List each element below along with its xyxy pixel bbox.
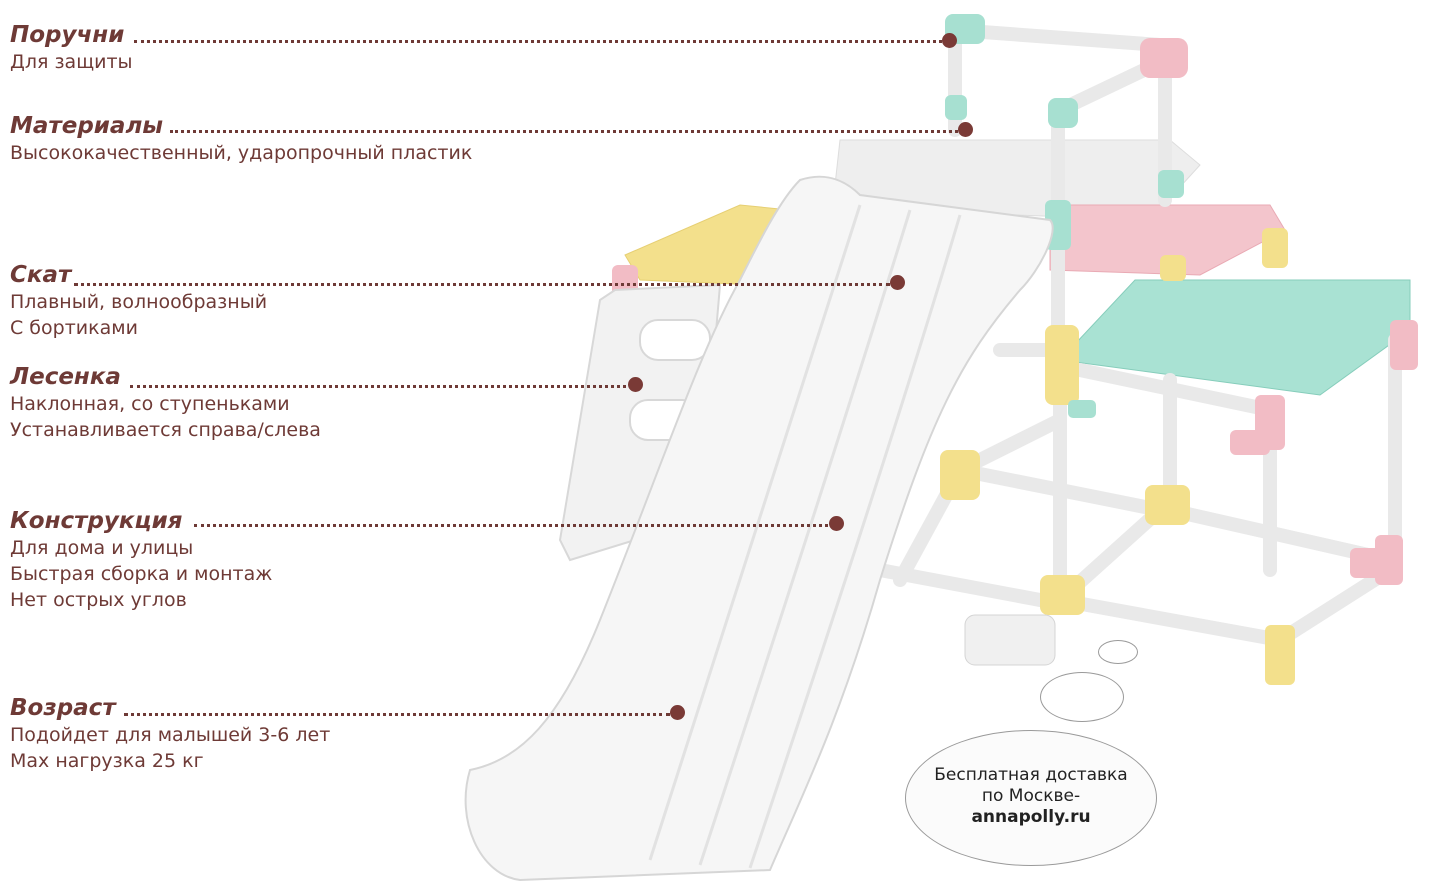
- feature-title: Поручни: [10, 22, 125, 48]
- feature-description: Наклонная, со ступеньками: [10, 393, 290, 415]
- feature-title: Возраст: [10, 695, 116, 721]
- feature-ladder: Лесенка Наклонная, со ступеньками Устана…: [10, 364, 321, 443]
- marker-dot-materials: [958, 122, 973, 137]
- feature-description: Max нагрузка 25 кг: [10, 750, 204, 772]
- feature-description: Для дома и улицы: [10, 537, 194, 559]
- feature-materials: Материалы Высококачественный, ударопрочн…: [10, 113, 472, 166]
- feature-title: Скат: [10, 262, 72, 288]
- leader-line-construction: [194, 524, 828, 527]
- feature-title: Конструкция: [10, 508, 183, 534]
- leader-line-handrails: [134, 40, 942, 43]
- feature-handrails: Поручни Для защиты: [10, 22, 133, 75]
- feature-description: Подойдет для малышей 3-6 лет: [10, 724, 331, 746]
- site-link[interactable]: annapolly.ru: [971, 807, 1091, 827]
- leader-line-materials: [170, 130, 958, 133]
- delivery-text: по Москве-: [981, 786, 1081, 806]
- feature-description: Нет острых углов: [10, 589, 187, 611]
- marker-dot-handrails: [942, 33, 957, 48]
- thought-bubble-small: [1098, 640, 1138, 664]
- marker-dot-construction: [829, 516, 844, 531]
- feature-description: Плавный, волнообразный: [10, 291, 268, 313]
- feature-title: Материалы: [10, 113, 164, 139]
- feature-construction: Конструкция Для дома и улицы Быстрая сбо…: [10, 508, 272, 613]
- feature-description: Высококачественный, ударопрочный пластик: [10, 142, 473, 164]
- thought-bubble-medium: [1040, 672, 1124, 722]
- feature-title: Лесенка: [10, 364, 121, 390]
- marker-dot-age: [670, 705, 685, 720]
- feature-description: Для защиты: [10, 51, 133, 73]
- feature-description: С бортиками: [10, 317, 138, 339]
- leader-line-age: [124, 713, 670, 716]
- leader-line-ladder: [130, 385, 626, 388]
- marker-dot-ladder: [628, 377, 643, 392]
- feature-description: Быстрая сборка и монтаж: [10, 563, 273, 585]
- delivery-bubble: Бесплатная доставка по Москве- annapolly…: [905, 730, 1157, 866]
- leader-line-slide: [74, 283, 890, 286]
- feature-age: Возраст Подойдет для малышей 3-6 лет Max…: [10, 695, 330, 774]
- feature-slide: Скат Плавный, волнообразный С бортиками: [10, 262, 267, 341]
- feature-description: Устанавливается справа/слева: [10, 419, 321, 441]
- marker-dot-slide: [890, 275, 905, 290]
- delivery-text: Бесплатная доставка: [934, 765, 1128, 785]
